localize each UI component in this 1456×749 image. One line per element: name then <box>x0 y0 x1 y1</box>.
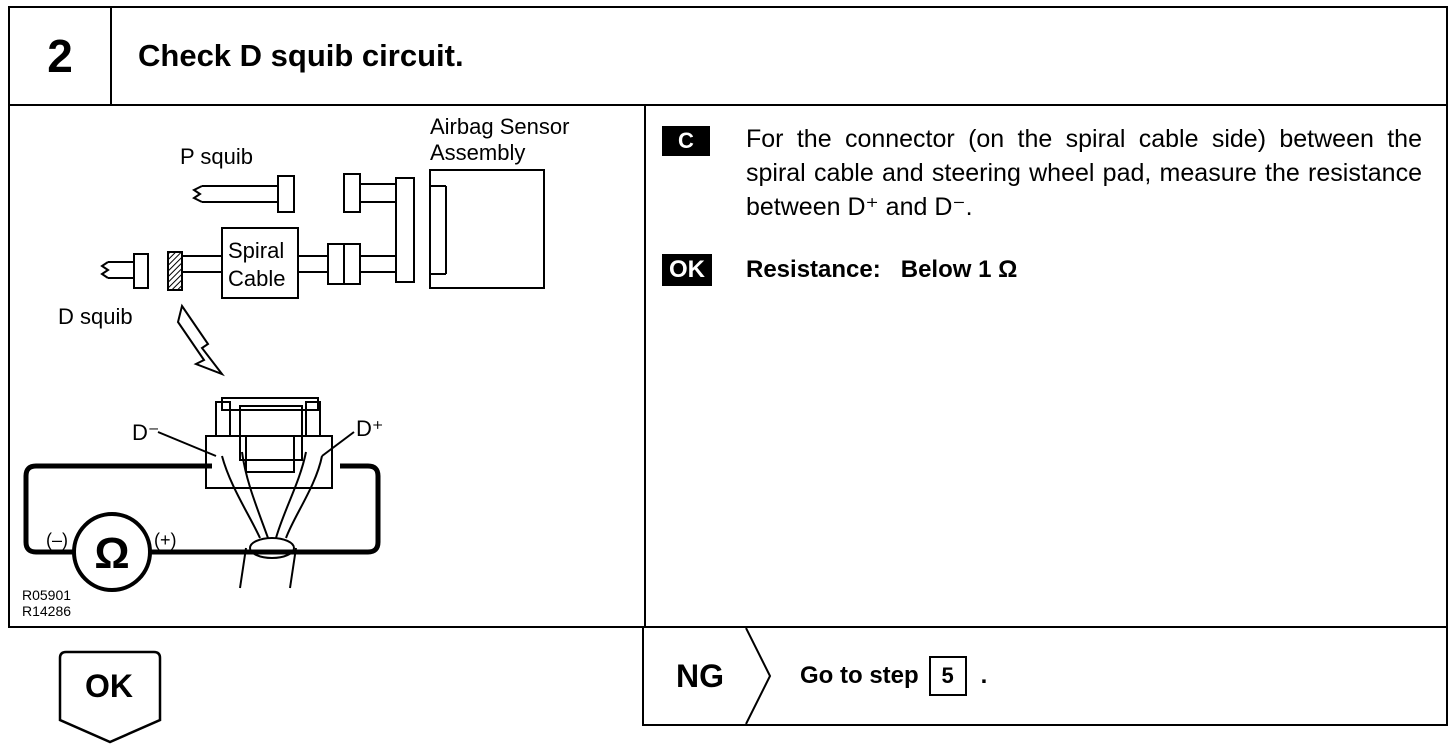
circuit-diagram: Airbag Sensor Assembly P squib D squib S… <box>10 106 644 626</box>
spiral-cable-shape <box>221 227 299 299</box>
goto-step-number: 5 <box>928 656 967 696</box>
goto-suffix: . <box>980 662 988 689</box>
label-pos: (+) <box>154 530 177 550</box>
ng-label: NG <box>676 657 724 694</box>
airbag-sensor-shape <box>429 169 545 289</box>
label-d-plus: D⁺ <box>356 416 384 441</box>
instructions-panel: C For the connector (on the spiral cable… <box>646 106 1446 626</box>
ng-separator-chevron <box>745 628 772 724</box>
label-airbag-line1: Airbag Sensor <box>430 114 569 139</box>
ref-code-1: R05901 <box>22 587 71 603</box>
label-airbag-line2: Assembly <box>430 140 525 165</box>
column-divider <box>644 106 646 626</box>
goto-instruction: Go to step 5 . <box>800 628 987 724</box>
step-body: Airbag Sensor Assembly P squib D squib S… <box>8 104 1448 628</box>
label-spiral-line2: Cable <box>228 266 285 291</box>
label-p-squib: P squib <box>180 144 253 169</box>
resistance-spec: Resistance: Below 1 Ω <box>746 256 1018 283</box>
d-connector-hatched <box>167 251 183 291</box>
ok-label: OK <box>85 668 133 704</box>
ref-code-2: R14286 <box>22 603 71 619</box>
ok-tab-shape <box>58 650 162 744</box>
label-d-minus: D⁻ <box>132 420 160 445</box>
step-title: Check D squib circuit. <box>138 38 464 73</box>
step-number: 2 <box>10 8 112 104</box>
ohmmeter-shape <box>72 512 152 592</box>
ok-result-tab: OK <box>56 650 162 749</box>
badge-c: C <box>662 126 710 156</box>
ohm-icon: Ω <box>94 529 129 578</box>
label-neg: (–) <box>46 530 68 550</box>
label-spiral-line1: Spiral <box>228 238 284 263</box>
badge-ok: OK <box>662 254 712 286</box>
ng-result-box: NG Go to step 5 . <box>642 626 1448 726</box>
diagram-svg: Airbag Sensor Assembly P squib D squib S… <box>22 114 569 619</box>
label-d-squib: D squib <box>58 304 133 329</box>
instruction-text: For the connector (on the spiral cable s… <box>746 125 1422 221</box>
step-header: 2 Check D squib circuit. <box>8 6 1448 106</box>
sensor-harness <box>395 177 415 283</box>
goto-prefix: Go to step <box>800 662 919 689</box>
